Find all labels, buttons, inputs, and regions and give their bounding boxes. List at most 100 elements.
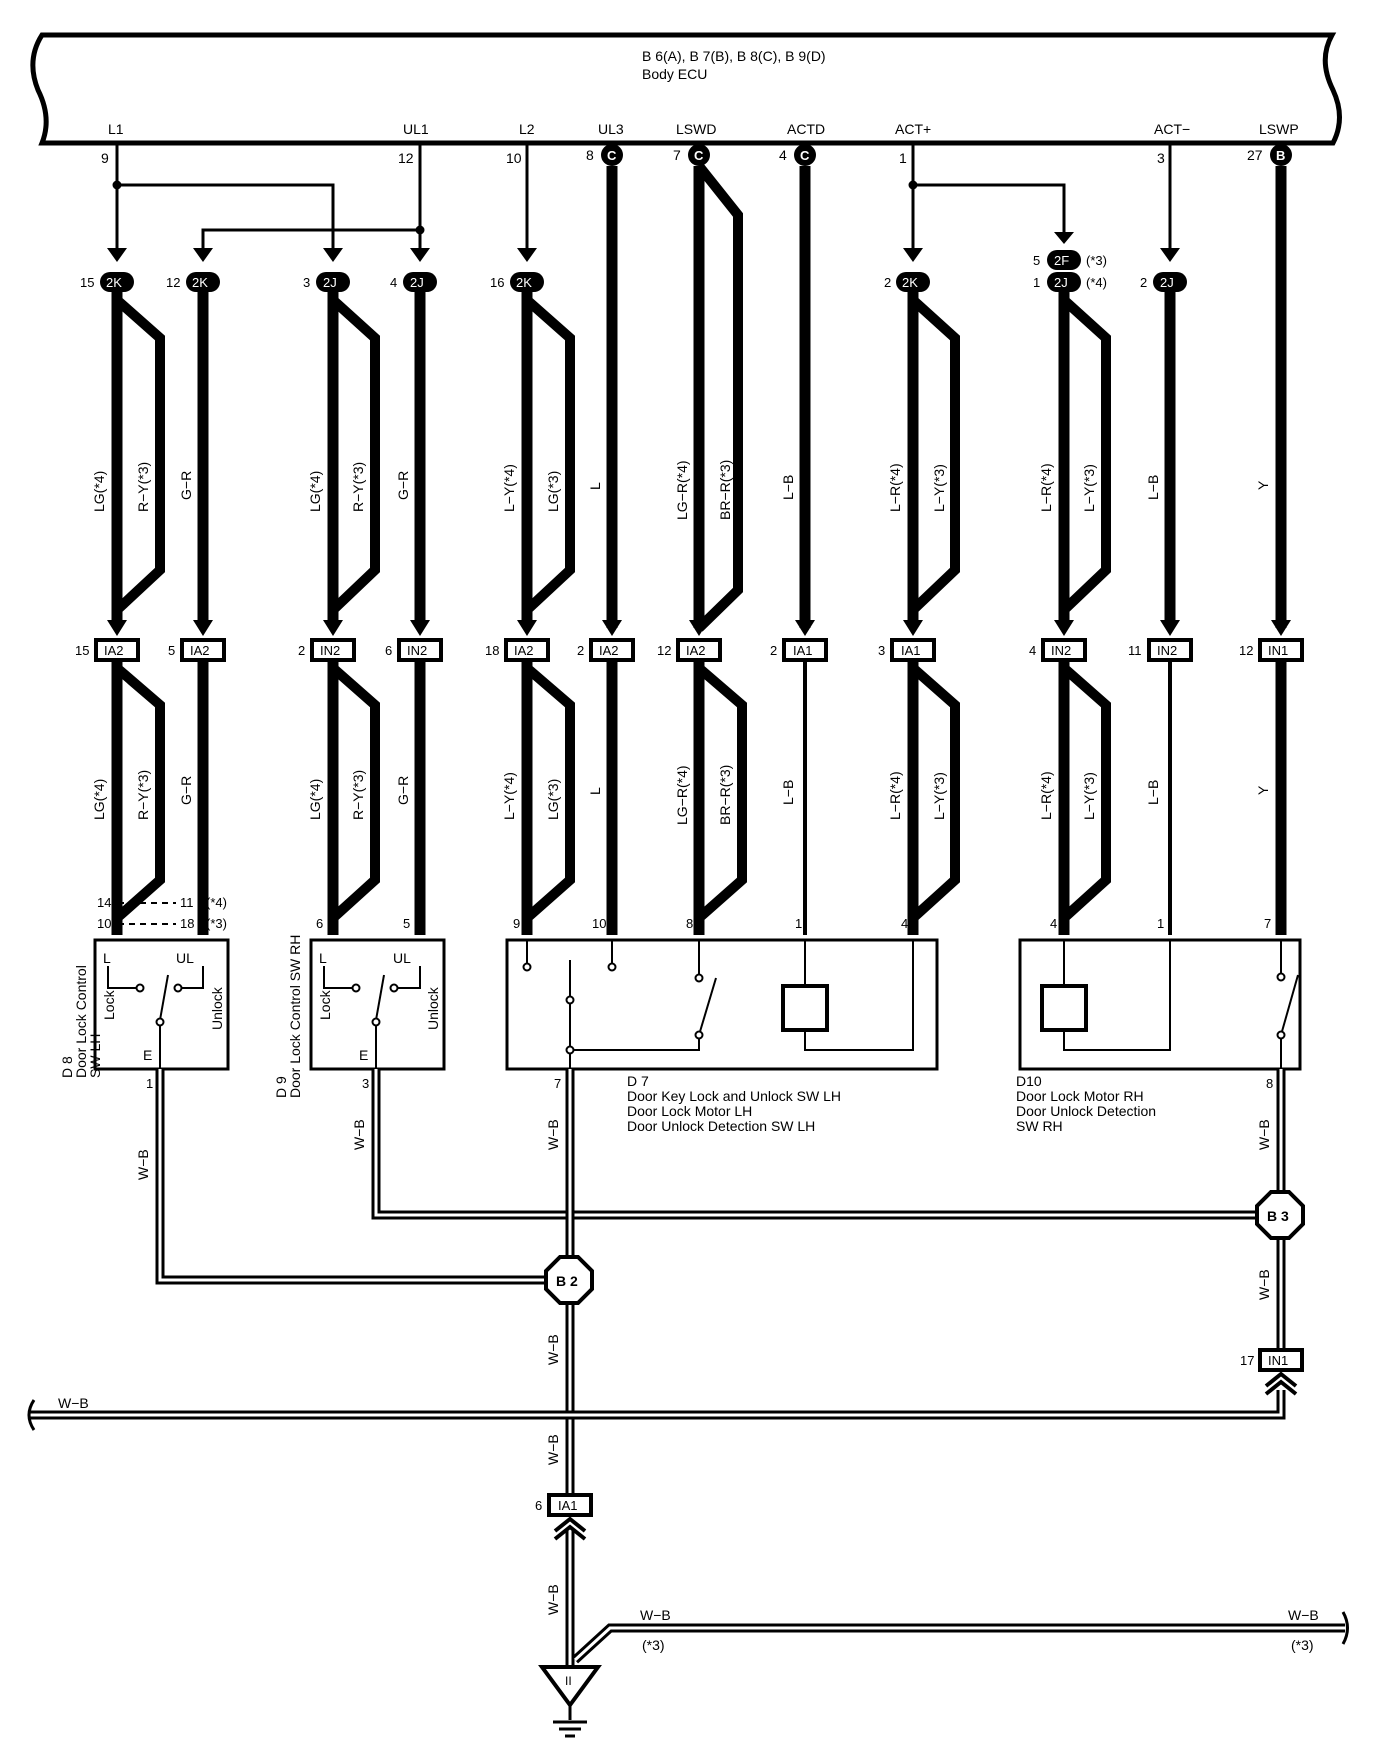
wire-label: L−Y(*4)	[501, 464, 517, 512]
wire-label: L−B	[1145, 475, 1161, 500]
svg-text:II: II	[565, 1674, 572, 1688]
lower-wires	[111, 660, 1287, 935]
junction-2k-c: 2K 16	[490, 272, 544, 292]
svg-text:5: 5	[1033, 253, 1040, 268]
svg-text:4: 4	[901, 916, 908, 931]
svg-text:2K: 2K	[516, 275, 532, 290]
wire-label: L−R(*4)	[1038, 463, 1054, 512]
svg-text:3: 3	[878, 643, 885, 658]
wire-label: L−Y(*3)	[931, 464, 947, 512]
component-d9: 6 5 L UL Lock Unlock E D 9 Door Lock Con…	[273, 916, 446, 1098]
svg-text:7: 7	[554, 1076, 561, 1091]
terminal-label-lswp: LSWP	[1259, 121, 1299, 137]
terminal-pin-actd: 4	[779, 147, 787, 163]
svg-text:W−B: W−B	[545, 1584, 561, 1615]
svg-text:4: 4	[1050, 916, 1057, 931]
svg-text:W−B: W−B	[1256, 1119, 1272, 1150]
svg-text:Door Key Lock and Unlock SW LH: Door Key Lock and Unlock SW LH	[627, 1088, 841, 1104]
svg-text:IN2: IN2	[1051, 643, 1071, 658]
component-d7: 9 10 8 1 4 7 D 7 Door Key Lock and Unloc	[505, 916, 939, 1134]
junction-2k-b: 2K 12	[166, 272, 220, 292]
svg-text:D 7: D 7	[627, 1073, 649, 1089]
connector-ia1-a: IA1 2	[770, 638, 828, 662]
connector-ia2-a: IA2 15	[75, 638, 140, 662]
svg-text:(*4): (*4)	[1086, 275, 1107, 290]
terminal-pin-ul1: 12	[398, 150, 414, 166]
svg-text:W−B: W−B	[1288, 1607, 1319, 1623]
terminal-label-ul1: UL1	[403, 121, 429, 137]
connector-in1-bottom: IN1 17	[1240, 1348, 1304, 1396]
svg-text:IN2: IN2	[407, 643, 427, 658]
ecu-name: Body ECU	[642, 66, 707, 82]
terminal-label-l1: L1	[108, 121, 124, 137]
svg-text:LG(*3): LG(*3)	[545, 779, 561, 820]
svg-text:L−Y(*3): L−Y(*3)	[1081, 772, 1097, 820]
ecu-terminals: L1 UL1 L2 UL3 LSWD ACTD ACT+ ACT− LSWP 9…	[101, 121, 1299, 166]
terminal-label-actd: ACTD	[787, 121, 825, 137]
svg-text:(*4): (*4)	[206, 895, 227, 910]
svg-text:W−B: W−B	[545, 1334, 561, 1365]
svg-text:6: 6	[385, 643, 392, 658]
svg-text:LG(*4): LG(*4)	[91, 779, 107, 820]
svg-text:2J: 2J	[410, 275, 424, 290]
wire-label: LG−R(*4)	[674, 460, 690, 520]
svg-text:R−Y(*3): R−Y(*3)	[135, 770, 151, 820]
svg-text:IA2: IA2	[599, 643, 619, 658]
svg-text:4: 4	[390, 275, 397, 290]
svg-text:UL: UL	[176, 950, 194, 966]
svg-text:15: 15	[80, 275, 94, 290]
component-d8: 14 11 (*4) 10 18 (*3) L UL Lock Unlock E…	[59, 895, 230, 1091]
terminal-pin-l2: 10	[506, 150, 522, 166]
connector-in1-a: IN1 12	[1239, 638, 1304, 662]
terminal-pin-act-plus: 1	[899, 150, 907, 166]
terminal-label-lswd: LSWD	[676, 121, 716, 137]
svg-text:2: 2	[884, 275, 891, 290]
svg-text:W−B: W−B	[58, 1395, 89, 1411]
svg-text:17: 17	[1240, 1353, 1254, 1368]
splice-b3: B 3	[1255, 1190, 1305, 1240]
pin-connector-ul3: C	[607, 148, 617, 163]
svg-text:2: 2	[577, 643, 584, 658]
svg-text:BR−R(*3): BR−R(*3)	[717, 765, 733, 825]
wire-label: L	[587, 482, 603, 490]
svg-text:W−B: W−B	[640, 1607, 671, 1623]
svg-text:18: 18	[180, 916, 194, 931]
connector-ia2-b: IA2 5	[168, 638, 226, 662]
svg-text:L−B: L−B	[1145, 780, 1161, 805]
wire-label: BR−R(*3)	[717, 460, 733, 520]
svg-text:UL: UL	[393, 950, 411, 966]
svg-text:8: 8	[1266, 1076, 1273, 1091]
middle-wires	[111, 292, 1176, 620]
svg-text:IN1: IN1	[1268, 643, 1288, 658]
svg-text:IA2: IA2	[514, 643, 534, 658]
svg-text:15: 15	[75, 643, 89, 658]
terminal-label-act-plus: ACT+	[895, 121, 931, 137]
wire-label: G−R	[395, 471, 411, 500]
svg-text:3: 3	[362, 1076, 369, 1091]
svg-text:Door Unlock Detection: Door Unlock Detection	[1016, 1103, 1156, 1119]
svg-text:5: 5	[168, 643, 175, 658]
svg-text:E: E	[143, 1047, 152, 1063]
svg-text:2: 2	[770, 643, 777, 658]
svg-text:L: L	[319, 950, 327, 966]
connector-ia2-d: IA2 2	[577, 638, 635, 662]
svg-text:2: 2	[298, 643, 305, 658]
svg-text:2J: 2J	[1054, 275, 1068, 290]
terminal-pin-l1: 9	[101, 150, 109, 166]
wire-label: Y	[1255, 480, 1271, 490]
svg-text:12: 12	[657, 643, 671, 658]
svg-text:D 8: D 8	[59, 1056, 75, 1078]
wb-labels: W−B W−B W−B W−B W−B W−B W−B W−B W−B W−B …	[58, 1119, 1319, 1653]
svg-text:18: 18	[485, 643, 499, 658]
svg-text:9: 9	[513, 916, 520, 931]
junction-2j-a: 2J 3	[303, 272, 350, 292]
junction-2f: 2F 5 (*3)	[1033, 250, 1107, 270]
svg-text:W−B: W−B	[351, 1119, 367, 1150]
junction-2k-d: 2K 2	[884, 272, 930, 292]
svg-text:7: 7	[1264, 916, 1271, 931]
svg-text:L−R(*4): L−R(*4)	[1038, 771, 1054, 820]
connector-ia1-b: IA1 3	[878, 638, 936, 662]
svg-text:G−R: G−R	[178, 776, 194, 805]
svg-text:G−R: G−R	[395, 776, 411, 805]
